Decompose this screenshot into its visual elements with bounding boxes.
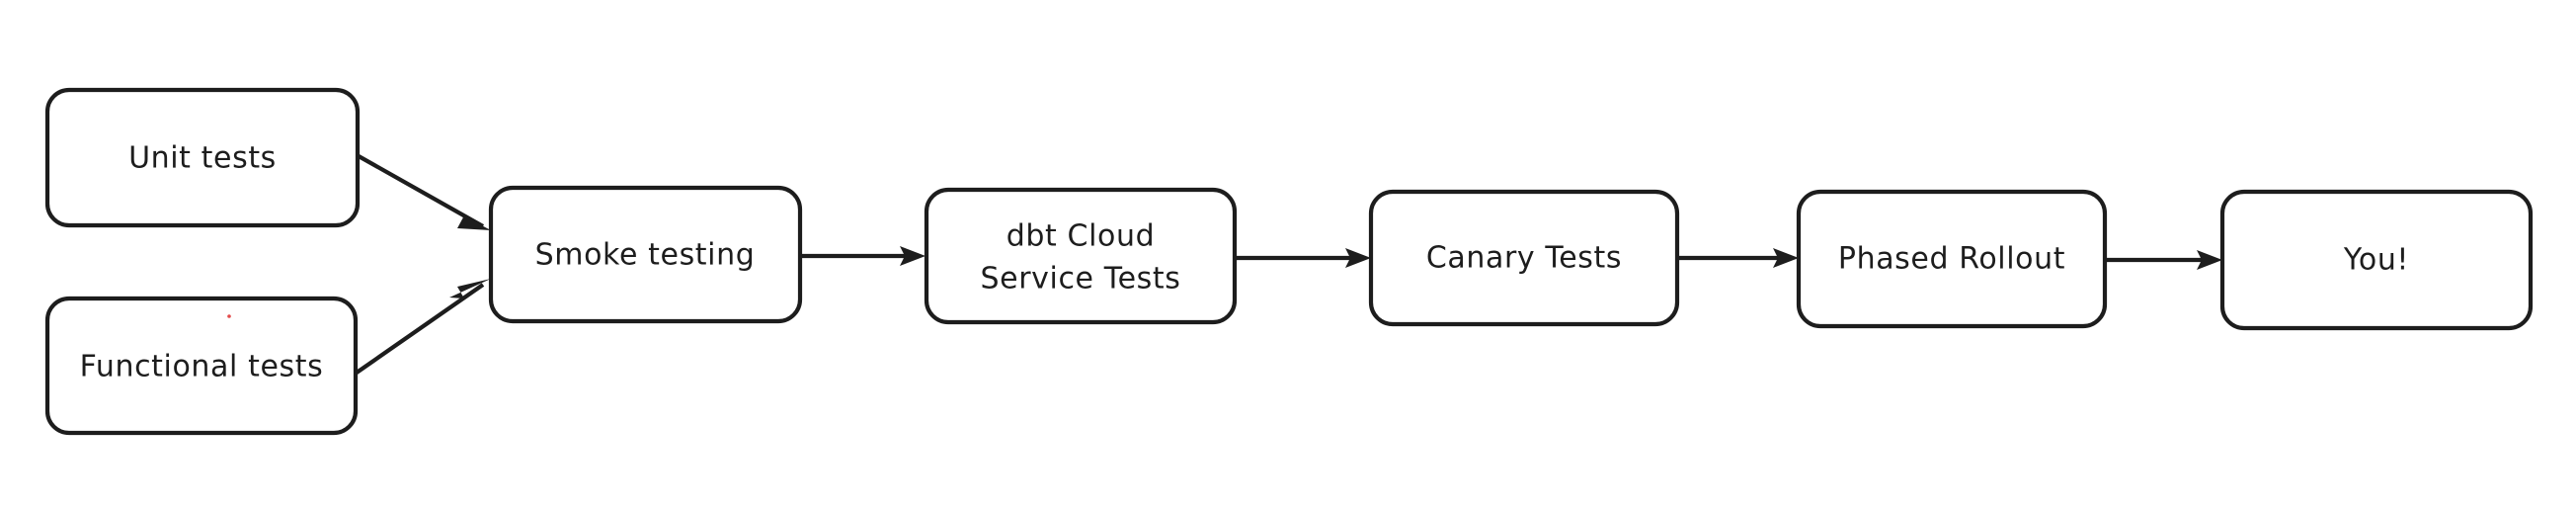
node-phased-rollout-box[interactable] [1796, 189, 2108, 329]
node-unit-tests-label: Unit tests [128, 141, 277, 176]
edge-functional-to-smoke-line [355, 283, 485, 375]
edge-canary-to-phased [1678, 248, 1799, 268]
node-you-label: You! [2343, 243, 2409, 278]
node-dbt-cloud-service-tests[interactable]: dbt Cloud Service Tests [924, 187, 1238, 325]
edge-dbt-to-canary-arrowhead [1345, 248, 1371, 268]
node-phased-rollout[interactable]: Phased Rollout [1796, 189, 2108, 329]
node-you-box[interactable] [2219, 189, 2534, 331]
nodes-layer: Unit tests Functional tests Smoke testin… [44, 87, 2534, 436]
edge-functional-to-smoke [355, 279, 491, 375]
node-canary-tests-box[interactable] [1368, 189, 1680, 327]
edge-canary-to-phased-arrowhead [1773, 248, 1799, 268]
node-functional-tests-box[interactable] [44, 296, 359, 436]
node-functional-tests-label: Functional tests [80, 350, 324, 384]
node-unit-tests-box[interactable] [44, 87, 361, 228]
edge-unit-to-smoke-arrowhead [451, 210, 491, 230]
node-smoke-testing-box[interactable] [488, 185, 803, 324]
edge-unit-to-smoke [357, 154, 491, 230]
edge-dbt-to-canary [1236, 248, 1371, 268]
edges-layer [355, 154, 2222, 375]
red-speck-artifact [227, 314, 231, 318]
edge-smoke-to-dbt [801, 246, 926, 266]
node-dbt-cloud-service-tests-box[interactable] [924, 187, 1238, 325]
edge-phased-to-you-arrowhead [2197, 250, 2222, 270]
node-functional-tests[interactable]: Functional tests [44, 296, 359, 436]
node-dbt-cloud-service-tests-label-line1: dbt Cloud [1006, 219, 1155, 254]
node-canary-tests[interactable]: Canary Tests [1368, 189, 1680, 327]
edge-smoke-to-dbt-arrowhead [900, 246, 926, 266]
node-you[interactable]: You! [2219, 189, 2534, 331]
node-canary-tests-label: Canary Tests [1426, 241, 1622, 276]
edge-phased-to-you [2106, 250, 2222, 270]
edge-functional-to-smoke-arrowhead [449, 279, 491, 298]
edge-unit-to-smoke-line [357, 154, 485, 228]
node-dbt-cloud-service-tests-label-line2: Service Tests [981, 262, 1181, 297]
node-smoke-testing-label: Smoke testing [535, 238, 756, 273]
node-smoke-testing[interactable]: Smoke testing [488, 185, 803, 324]
node-unit-tests[interactable]: Unit tests [44, 87, 361, 228]
node-phased-rollout-label: Phased Rollout [1838, 242, 2065, 277]
